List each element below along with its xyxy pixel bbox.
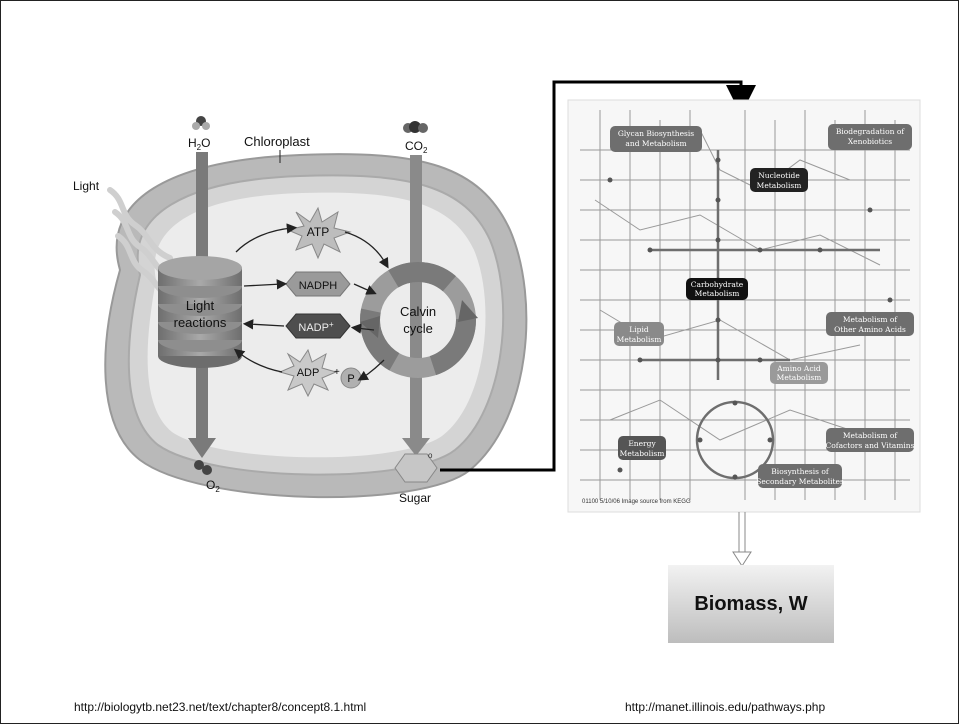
kegg-label-amino-2: Metabolism bbox=[777, 373, 822, 382]
thylakoid-stack bbox=[158, 256, 242, 368]
kegg-footer: 01100 5/10/06 Image source from KEGG bbox=[582, 499, 691, 505]
nadp-label: NADP+ bbox=[298, 320, 334, 334]
sugar-o-mark: o bbox=[428, 451, 433, 460]
kegg-label-other-amino-1: Metabolism of bbox=[843, 315, 899, 324]
pathway-nodes bbox=[607, 157, 893, 480]
oxygen-molecule-icon bbox=[194, 460, 212, 475]
phosphate-label: P bbox=[347, 373, 354, 385]
kegg-label-carbohydrate-1: Carbohydrate bbox=[691, 280, 744, 289]
light-reactions-line1: Light bbox=[186, 298, 215, 313]
adp-label: ADP bbox=[297, 367, 320, 379]
kegg-label-energy-1: Energy bbox=[628, 439, 656, 448]
atp-label: ATP bbox=[307, 225, 329, 239]
to-biomass-arrow bbox=[732, 512, 752, 567]
kegg-label-nucleotide-2: Metabolism bbox=[757, 181, 802, 190]
atp-nadph-flow-arrows bbox=[233, 223, 389, 381]
nadph-label: NADPH bbox=[299, 280, 338, 292]
kegg-label-amino-1: Amino Acid bbox=[776, 364, 821, 373]
light-reactions-line2: reactions bbox=[174, 315, 227, 330]
kegg-label-energy-2: Metabolism bbox=[620, 449, 665, 458]
plus-label: + bbox=[334, 367, 340, 378]
sugar-label: Sugar bbox=[399, 491, 431, 505]
calvin-cycle-ring bbox=[360, 262, 478, 378]
kegg-label-secondary-1: Biosynthesis of bbox=[771, 467, 830, 476]
kegg-label-biodegradation-1: Biodegradation of bbox=[836, 127, 905, 136]
o2-label: O2 bbox=[206, 478, 220, 494]
source-url-right: http://manet.illinois.edu/pathways.php bbox=[625, 700, 826, 714]
nadp-hexagon bbox=[285, 313, 351, 339]
biomass-box: Biomass, W bbox=[668, 565, 834, 643]
kegg-label-lipid-2: Metabolism bbox=[617, 335, 662, 344]
kegg-label-cofactors-1: Metabolism of bbox=[843, 431, 899, 440]
kegg-label-cofactors-2: Cofactors and Vitamins bbox=[826, 441, 915, 450]
kegg-label-other-amino-2: Other Amino Acids bbox=[834, 325, 906, 334]
calvin-line2: cycle bbox=[403, 321, 433, 336]
kegg-metabolic-map: Glycan Biosynthesis and Metabolism Biode… bbox=[567, 99, 921, 513]
kegg-label-carbohydrate-2: Metabolism bbox=[695, 289, 740, 298]
light-label: Light bbox=[73, 179, 100, 193]
kegg-label-glycan-2: and Metabolism bbox=[625, 139, 686, 148]
water-label: H2O bbox=[188, 136, 210, 152]
kegg-label-lipid-1: Lipid bbox=[629, 325, 649, 334]
chloroplast-label: Chloroplast bbox=[244, 134, 310, 149]
sugar-icon bbox=[394, 453, 438, 483]
water-molecule-icon bbox=[192, 116, 210, 130]
sugar-to-metabolism-connector bbox=[440, 80, 756, 472]
co2-label: CO2 bbox=[405, 139, 428, 155]
adp-starburst-icon bbox=[278, 348, 338, 398]
source-url-left: http://biologytb.net23.net/text/chapter8… bbox=[74, 700, 367, 714]
pathway-network-lines bbox=[580, 110, 910, 500]
co2-molecule-icon bbox=[403, 121, 428, 133]
kegg-label-biodegradation-2: Xenobiotics bbox=[848, 137, 892, 146]
kegg-label-secondary-2: Secondary Metabolites bbox=[756, 477, 844, 486]
calvin-line1: Calvin bbox=[400, 304, 436, 319]
biomass-label: Biomass, W bbox=[694, 592, 808, 615]
kegg-label-nucleotide-1: Nucleotide bbox=[758, 171, 800, 180]
kegg-label-glycan-1: Glycan Biosynthesis bbox=[618, 129, 694, 138]
